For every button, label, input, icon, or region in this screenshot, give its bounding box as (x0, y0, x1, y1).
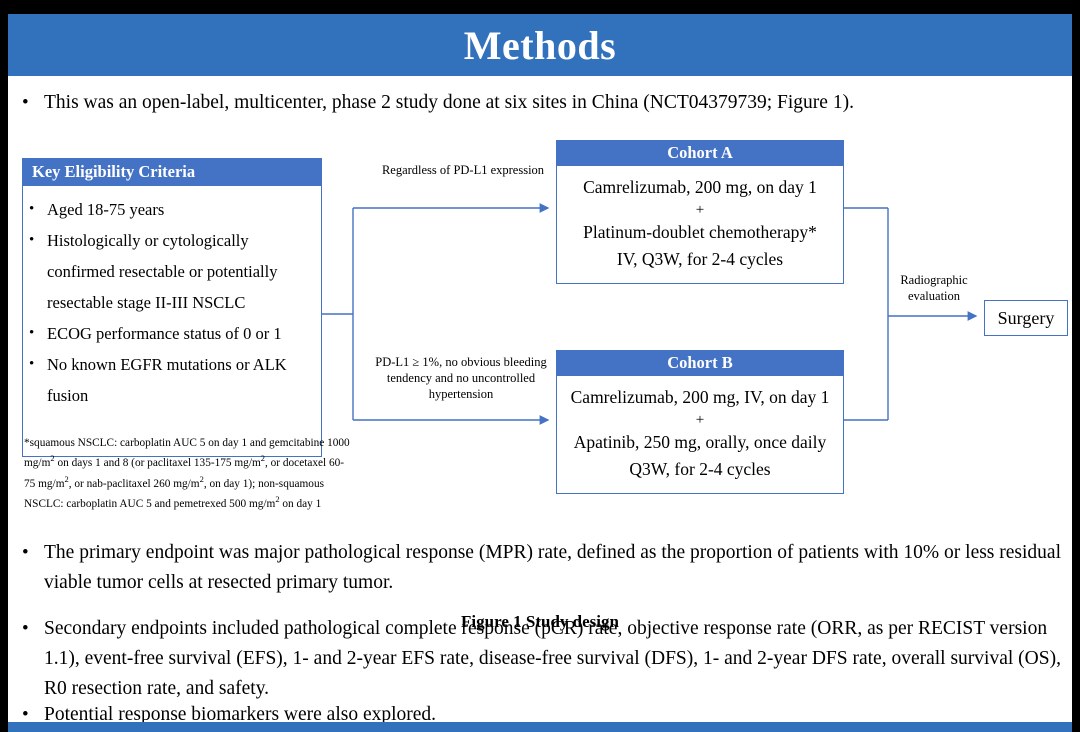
bullet-marker-icon: • (29, 325, 35, 341)
bullet-marker-icon: • (22, 542, 29, 563)
endpoint-bullet-text: Secondary endpoints included pathologica… (44, 618, 1061, 699)
key-eligibility-criteria-box: Key Eligibility Criteria • Aged 18-75 ye… (22, 158, 322, 457)
surgery-label: Surgery (997, 307, 1055, 328)
bullet-marker-icon: • (22, 92, 29, 113)
connector-label-top: Regardless of PD-L1 expression (381, 163, 545, 177)
endpoint-bullet-biomarkers: • Potential response biomarkers were als… (22, 700, 1062, 730)
connector-label-right: Radiographic evaluation (900, 273, 968, 303)
endpoint-bullet-secondary: • Secondary endpoints included pathologi… (22, 614, 1062, 704)
bullet-marker-icon: • (22, 618, 29, 639)
endpoint-bullet-text: The primary endpoint was major pathologi… (44, 542, 1061, 593)
surgery-box: Surgery (984, 300, 1068, 336)
criteria-item-text: Histologically or cytologically confirme… (47, 231, 278, 312)
cohort-b-box: Cohort B Camrelizumab, 200 mg, IV, on da… (556, 350, 844, 494)
bullet-marker-icon: • (29, 232, 35, 248)
criteria-item-text: No known EGFR mutations or ALK fusion (47, 355, 287, 405)
cohort-a-body: Camrelizumab, 200 mg, on day 1 + Platinu… (556, 166, 844, 284)
connector-label-bottom: PD-L1 ≥ 1%, no obvious bleeding tendency… (375, 355, 547, 401)
list-item: • No known EGFR mutations or ALK fusion (29, 349, 313, 411)
cohort-b-body: Camrelizumab, 200 mg, IV, on day 1 + Apa… (556, 376, 844, 494)
criteria-item-text: Aged 18-75 years (47, 200, 165, 219)
cohort-b-plus: + (695, 412, 705, 428)
criteria-body: • Aged 18-75 years • Histologically or c… (22, 186, 322, 457)
cohort-a-header: Cohort A (556, 140, 844, 166)
cohort-a-line-2: Platinum-doublet chemotherapy* (583, 222, 817, 242)
slide-title-bar: Methods (8, 14, 1072, 76)
list-item: • ECOG performance status of 0 or 1 (29, 318, 313, 349)
lead-bullet-text: This was an open-label, multicenter, pha… (44, 92, 854, 113)
criteria-header: Key Eligibility Criteria (22, 158, 322, 186)
cohort-b-line-1: Camrelizumab, 200 mg, IV, on day 1 (570, 387, 830, 407)
endpoint-bullet-primary: • The primary endpoint was major patholo… (22, 538, 1062, 598)
figure-connector-lines (322, 203, 978, 425)
cohort-b-line-3: Q3W, for 2-4 cycles (629, 459, 771, 479)
endpoint-bullet-text: Potential response biomarkers were also … (44, 704, 437, 725)
list-item: • Histologically or cytologically confir… (29, 225, 313, 318)
footnote-text: *squamous NSCLC: carboplatin AUC 5 on da… (24, 437, 350, 510)
page-title: Methods (463, 22, 617, 68)
lead-bullet: • This was an open-label, multicenter, p… (22, 88, 1062, 118)
cohort-a-plus: + (695, 202, 705, 218)
list-item: • Aged 18-75 years (29, 194, 313, 225)
figure-caption: Figure 1 Study design (461, 612, 619, 631)
chemotherapy-footnote: *squamous NSCLC: carboplatin AUC 5 on da… (24, 436, 354, 512)
cohort-b-header: Cohort B (556, 350, 844, 376)
cohort-a-line-1: Camrelizumab, 200 mg, on day 1 (583, 177, 817, 197)
cohort-b-line-2: Apatinib, 250 mg, orally, once daily (573, 432, 827, 452)
criteria-item-text: ECOG performance status of 0 or 1 (47, 324, 282, 343)
bullet-marker-icon: • (29, 201, 35, 217)
cohort-a-line-3: IV, Q3W, for 2-4 cycles (616, 249, 784, 269)
cohort-a-box: Cohort A Camrelizumab, 200 mg, on day 1 … (556, 140, 844, 284)
study-design-figure: Key Eligibility Criteria • Aged 18-75 ye… (8, 132, 1072, 631)
slide-bottom-accent-bar (8, 722, 1072, 732)
bullet-marker-icon: • (22, 704, 29, 725)
bullet-marker-icon: • (29, 356, 35, 372)
criteria-list: • Aged 18-75 years • Histologically or c… (29, 194, 313, 411)
